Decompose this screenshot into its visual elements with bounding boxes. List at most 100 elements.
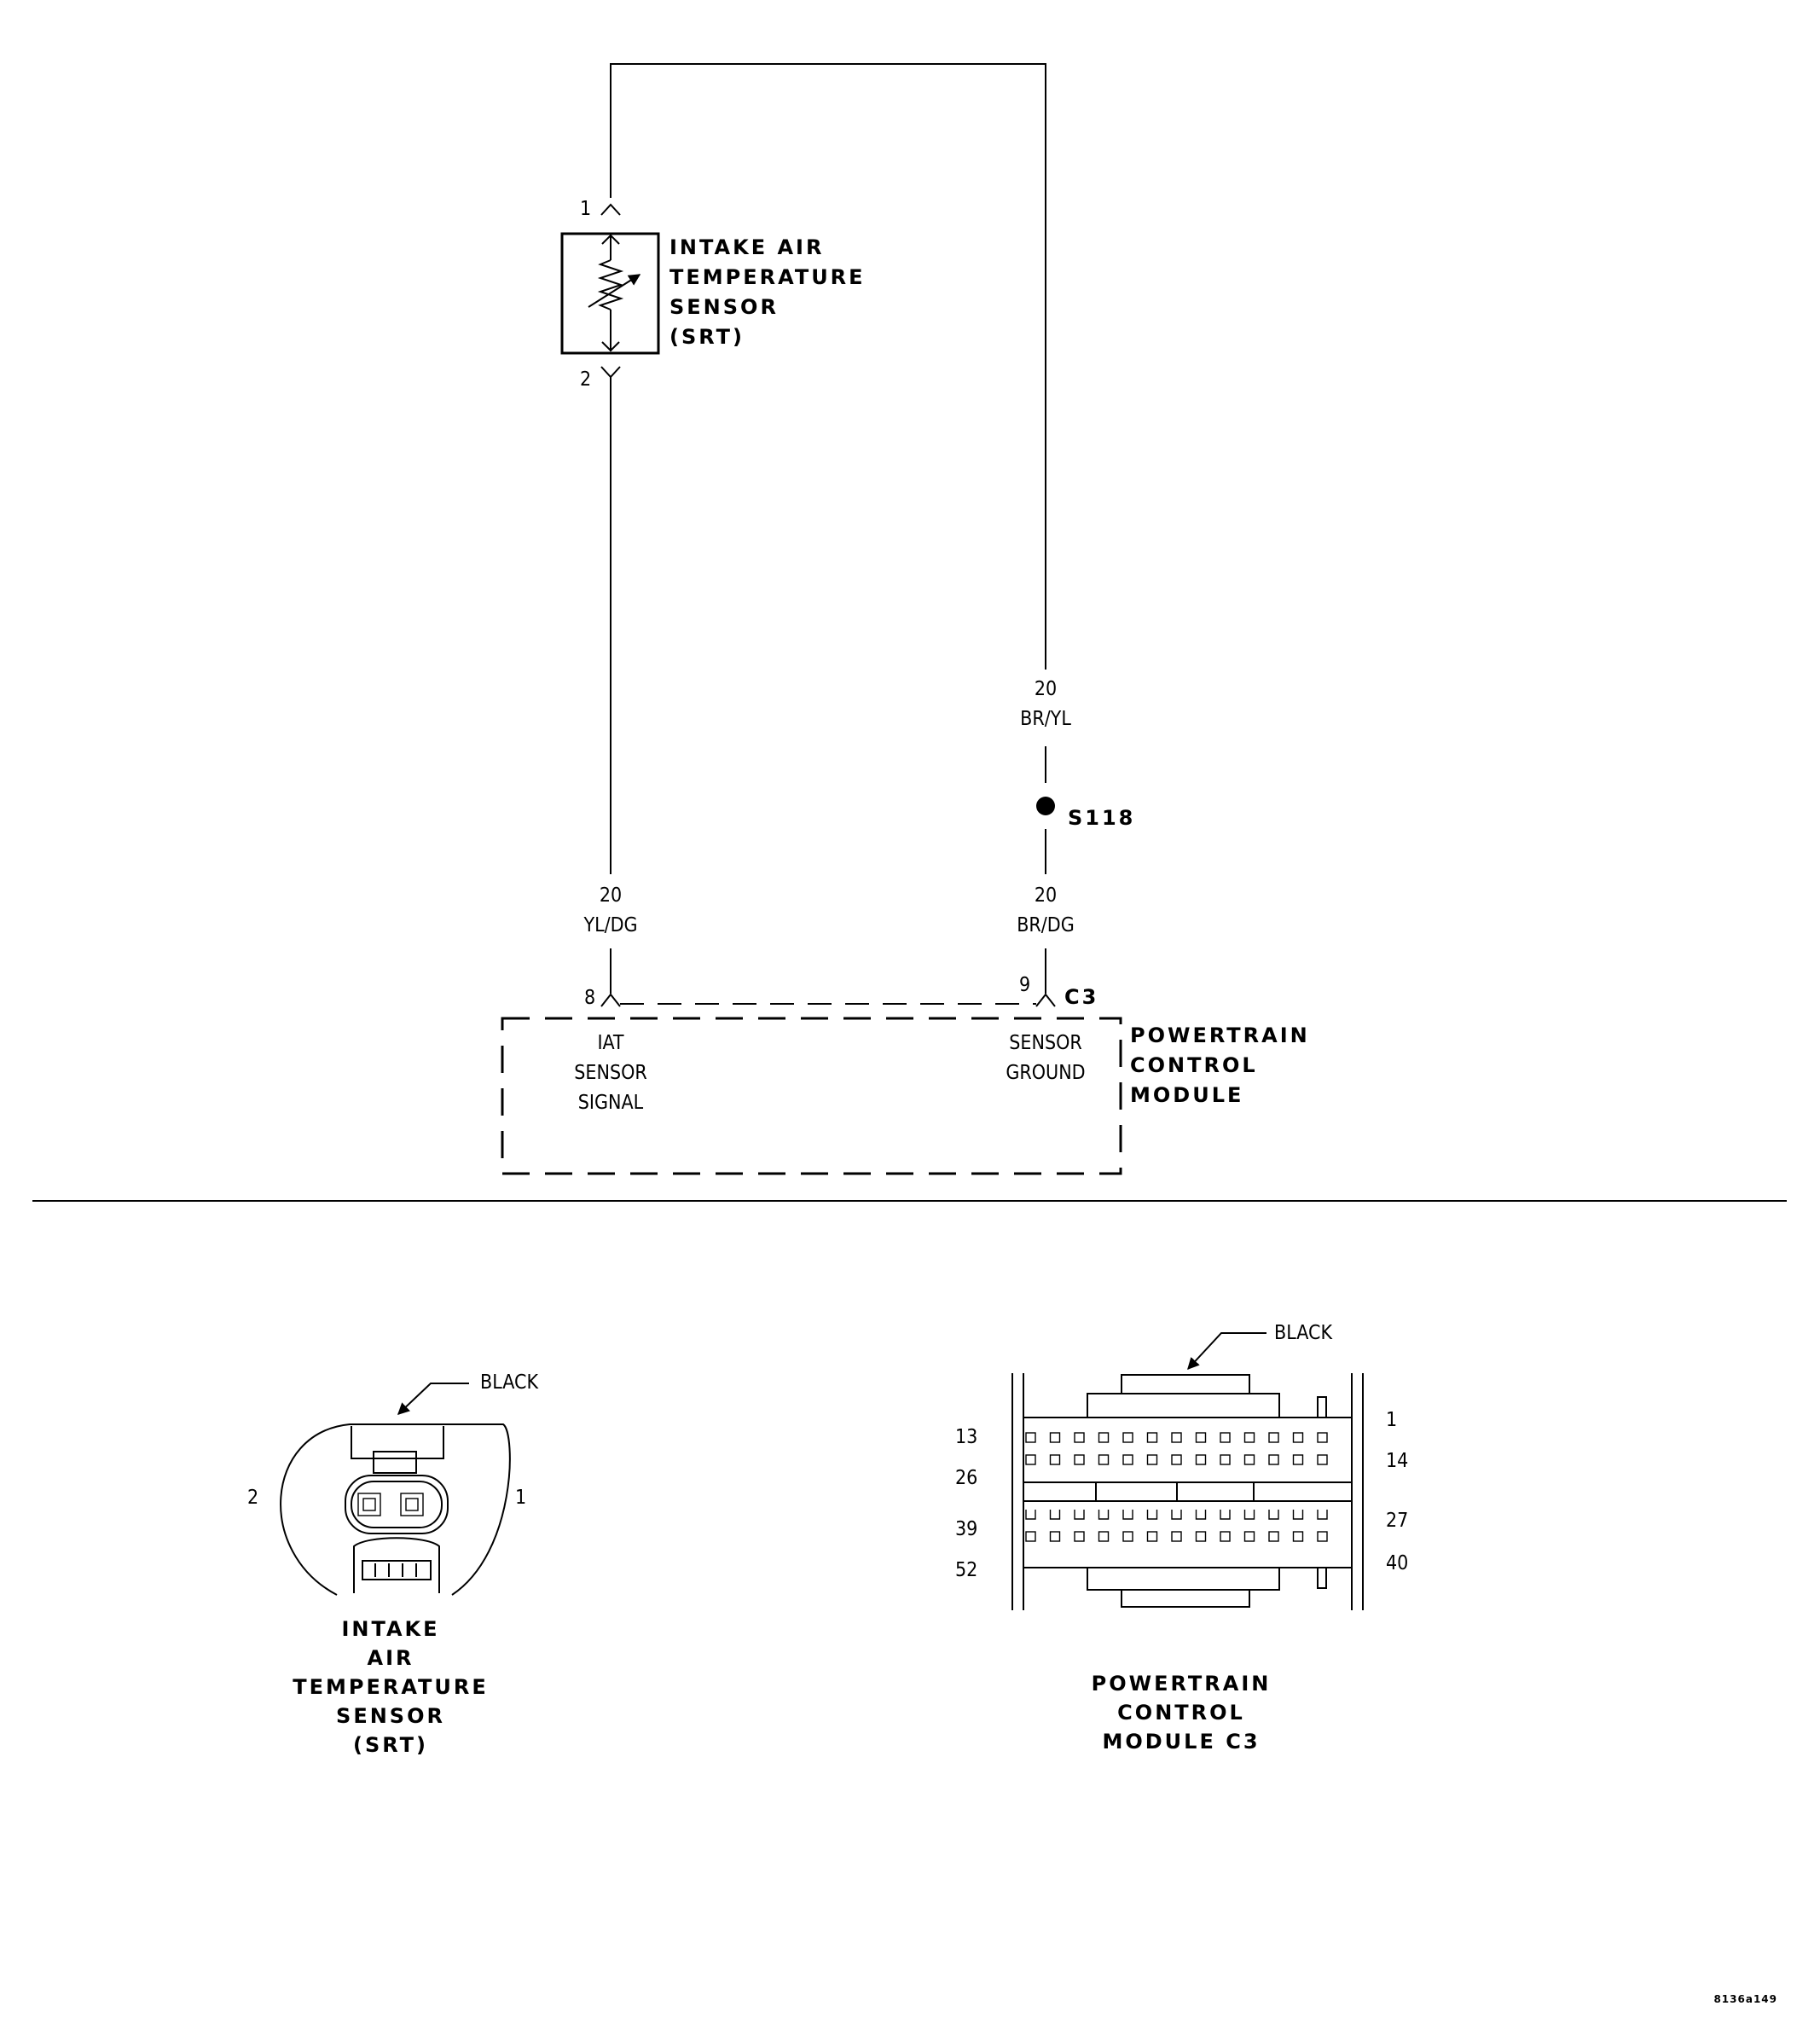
iat-caption-line-3: TEMPERATURE <box>293 1675 489 1699</box>
wire-top-loop <box>610 63 1046 670</box>
pcm-c3-terminal-cavity <box>1317 1510 1328 1520</box>
pcm-title-line-1: POWERTRAIN <box>1130 1023 1310 1047</box>
pcm-c3-terminal-cavity <box>1146 1432 1158 1443</box>
pcm-c3-terminal-cavity <box>1317 1531 1328 1542</box>
iat-caption-line-1: INTAKE <box>341 1617 439 1641</box>
thermistor-icon <box>597 259 624 310</box>
iat-caption-line-5: (SRT) <box>353 1733 428 1757</box>
pcm-c3-terminal-cavity <box>1292 1454 1304 1465</box>
iat-sensor-title-line-1: INTAKE AIR <box>669 235 824 259</box>
pcm-c3-terminal-cavity <box>1122 1454 1133 1465</box>
wire-signal-color: YL/DG <box>583 914 637 936</box>
splice-label: S118 <box>1068 806 1135 830</box>
pcm-c3-terminal-cavity <box>1074 1531 1085 1542</box>
pcm-c3-pin-39: 39 <box>955 1518 977 1540</box>
pcm-c3-pin-40: 40 <box>1386 1552 1408 1574</box>
pcm-c3-terminal-cavity <box>1171 1432 1182 1443</box>
connector-pin-2-symbol <box>600 366 621 379</box>
schematic: 1 2 INTAKE AIR TEMPERATURE SENSOR (SRT) … <box>501 63 1310 1175</box>
pcm-c3-terminal-cavity <box>1074 1454 1085 1465</box>
iat-sensor-title-line-2: TEMPERATURE <box>669 265 866 289</box>
pcm-signal-label-line-3: SIGNAL <box>578 1092 644 1114</box>
iat-pin-1-number: 1 <box>580 198 591 220</box>
pcm-c3-pin-13: 13 <box>955 1426 977 1448</box>
pcm-c3-pin-grid <box>1025 1432 1328 1542</box>
pcm-c3-terminal-cavity <box>1049 1454 1061 1465</box>
pcm-c3-terminal-cavity <box>1195 1510 1207 1520</box>
pcm-ground-label-line-2: GROUND <box>1006 1062 1085 1084</box>
iat-connector-pin-left: 2 <box>247 1487 258 1509</box>
pcm-pin-9-symbol <box>1035 993 1056 1007</box>
pcm-c3-terminal-cavity <box>1292 1510 1304 1520</box>
pcm-c3-terminal-cavity <box>1074 1510 1085 1520</box>
pcm-c3-terminal-cavity <box>1317 1454 1328 1465</box>
pcm-signal-label-line-2: SENSOR <box>574 1062 647 1084</box>
pcm-c3-terminal-cavity <box>1220 1531 1231 1542</box>
pcm-connector-label: C3 <box>1064 985 1098 1009</box>
pcm-c3-terminal-cavity <box>1171 1454 1182 1465</box>
pcm-c3-pin-52: 52 <box>955 1559 977 1581</box>
pcm-c3-pin-26: 26 <box>955 1467 977 1489</box>
pcm-c3-connector-view: BLACK 13 26 39 52 1 14 27 40 POWERTRAIN … <box>955 1322 1408 1754</box>
pcm-c3-color-label: BLACK <box>1274 1322 1332 1344</box>
pcm-c3-terminal-cavity <box>1268 1510 1279 1520</box>
pcm-ground-label-line-1: SENSOR <box>1009 1032 1082 1054</box>
pcm-module-box <box>501 1017 1122 1175</box>
figure-id: 8136a149 <box>1713 1993 1777 2005</box>
pcm-c3-terminal-cavity <box>1049 1432 1061 1443</box>
pcm-pin-8-symbol <box>600 993 621 1007</box>
pcm-c3-terminal-cavity <box>1243 1531 1255 1542</box>
iat-connector-pin-right: 1 <box>515 1487 526 1509</box>
iat-terminal-2 <box>357 1493 381 1516</box>
iat-connector-view: BLACK 2 1 INTAKE AIR TEMPERATURE SENSOR … <box>247 1371 538 1757</box>
pcm-c3-terminal-cavity <box>1195 1531 1207 1542</box>
iat-connector-housing <box>280 1423 511 1596</box>
iat-sensor-title-line-3: SENSOR <box>669 295 779 319</box>
pcm-c3-terminal-cavity <box>1243 1454 1255 1465</box>
pcm-c3-terminal-cavity <box>1146 1531 1158 1542</box>
pcm-c3-terminal-cavity <box>1098 1510 1110 1520</box>
pcm-c3-terminal-cavity <box>1049 1510 1061 1520</box>
pcm-c3-terminal-cavity <box>1195 1454 1207 1465</box>
pcm-c3-terminal-cavity <box>1122 1510 1133 1520</box>
iat-sensor-symbol: 1 2 INTAKE AIR TEMPERATURE SENSOR (SRT) <box>560 198 866 391</box>
pcm-c3-terminal-cavity <box>1122 1432 1133 1443</box>
pcm-c3-terminal-cavity <box>1268 1454 1279 1465</box>
iat-terminal-1 <box>400 1493 424 1516</box>
pcm-c3-pin-1: 1 <box>1386 1409 1397 1431</box>
pcm-c3-terminal-cavity <box>1243 1432 1255 1443</box>
iat-caption-line-4: SENSOR <box>336 1704 445 1728</box>
pcm-c3-terminal-cavity <box>1146 1454 1158 1465</box>
pcm-c3-terminal-cavity <box>1317 1432 1328 1443</box>
pcm-c3-terminal-cavity <box>1292 1531 1304 1542</box>
wire-ground-lower-color: BR/DG <box>1017 914 1075 936</box>
pcm-title-line-3: MODULE <box>1130 1083 1243 1107</box>
splice-dot <box>1036 797 1055 815</box>
pcm-c3-terminal-cavity <box>1220 1454 1231 1465</box>
pcm-c3-terminal-cavity <box>1074 1432 1085 1443</box>
pcm-c3-pin-14: 14 <box>1386 1450 1408 1472</box>
pcm-c3-terminal-cavity <box>1195 1432 1207 1443</box>
pcm-c3-terminal-cavity <box>1049 1531 1061 1542</box>
pcm-c3-terminal-cavity <box>1146 1510 1158 1520</box>
pcm-title-line-2: CONTROL <box>1130 1053 1258 1077</box>
iat-pin-2-number: 2 <box>580 368 591 391</box>
pcm-c3-terminal-cavity <box>1025 1531 1036 1542</box>
pcm-c3-terminal-cavity <box>1025 1432 1036 1443</box>
pcm-c3-pin-27: 27 <box>1386 1510 1408 1532</box>
pcm-c3-terminal-cavity <box>1025 1510 1036 1520</box>
connector-pin-1-symbol <box>600 203 621 216</box>
pcm-c3-housing <box>1011 1373 1364 1610</box>
pcm-c3-caption-line-1: POWERTRAIN <box>1092 1672 1272 1696</box>
iat-connector-color-label: BLACK <box>480 1371 538 1394</box>
pcm-c3-terminal-cavity <box>1098 1531 1110 1542</box>
pcm-signal-label-line-1: IAT <box>597 1032 623 1054</box>
wire-ground-upper-color: BR/YL <box>1020 708 1071 730</box>
wire-ground-upper-gauge: 20 <box>1035 678 1057 700</box>
pcm-c3-terminal-cavity <box>1098 1432 1110 1443</box>
pcm-c3-terminal-cavity <box>1025 1454 1036 1465</box>
pcm-c3-terminal-cavity <box>1292 1432 1304 1443</box>
pcm-c3-terminal-cavity <box>1243 1510 1255 1520</box>
pcm-c3-terminal-cavity <box>1220 1432 1231 1443</box>
pcm-c3-terminal-cavity <box>1268 1531 1279 1542</box>
